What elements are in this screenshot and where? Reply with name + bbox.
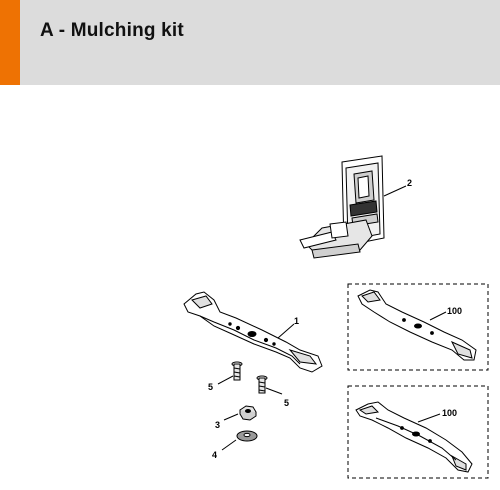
callout-4: 4 bbox=[212, 450, 217, 460]
leader-line-4 bbox=[221, 439, 237, 451]
page-title: A - Mulching kit bbox=[40, 20, 184, 41]
nut-illustration bbox=[239, 405, 257, 421]
washer-illustration bbox=[236, 430, 258, 442]
callout-3: 3 bbox=[215, 420, 220, 430]
mulch-insert-illustration bbox=[299, 155, 385, 259]
leader-line-100-top bbox=[429, 311, 447, 321]
bolt-right-illustration bbox=[256, 375, 268, 394]
leader-line-100-bottom bbox=[417, 413, 441, 423]
bolt-left-illustration bbox=[231, 361, 243, 381]
alt-blade-bottom-illustration bbox=[355, 401, 473, 473]
leader-line-2 bbox=[383, 185, 407, 197]
callout-1: 1 bbox=[294, 316, 299, 326]
header-accent-bar bbox=[0, 0, 20, 85]
callout-5-right: 5 bbox=[284, 398, 289, 408]
page-header: A - Mulching kit bbox=[0, 0, 500, 85]
leader-line-1 bbox=[277, 323, 295, 339]
leader-line-3 bbox=[223, 413, 239, 421]
leader-line-5-right bbox=[265, 387, 283, 395]
callout-100-top: 100 bbox=[447, 306, 462, 316]
alt-blade-box-bottom bbox=[347, 385, 489, 479]
blade-illustration bbox=[183, 291, 323, 373]
alt-blade-box-top bbox=[347, 283, 489, 371]
callout-5-left: 5 bbox=[208, 382, 213, 392]
callout-100-bottom: 100 bbox=[442, 408, 457, 418]
leader-line-5-left bbox=[217, 375, 234, 385]
alt-blade-top-illustration bbox=[357, 289, 477, 361]
callout-2: 2 bbox=[407, 178, 412, 188]
